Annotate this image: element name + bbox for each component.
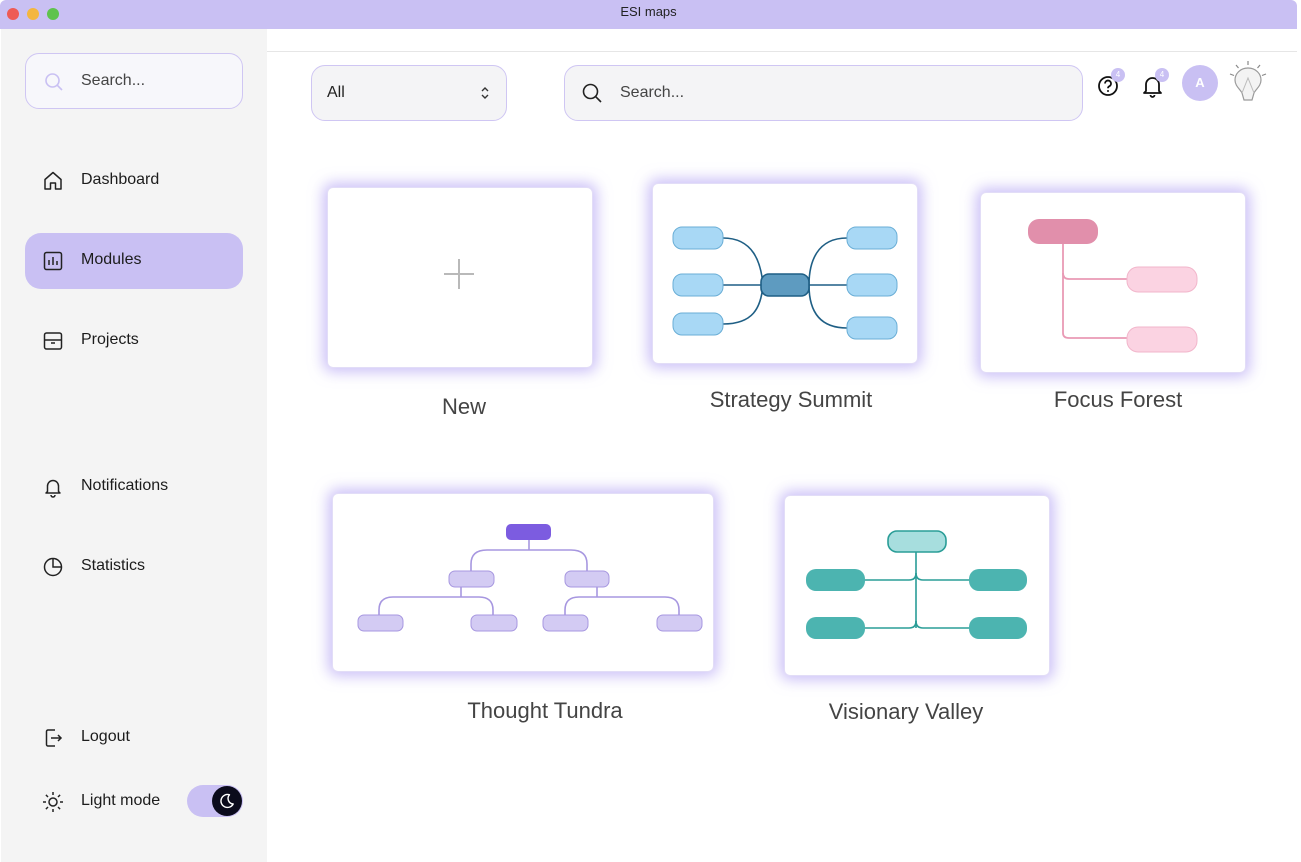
header-divider (267, 51, 1297, 52)
category-filter-select[interactable]: All (311, 65, 507, 121)
lightbulb-logo (1229, 61, 1267, 101)
user-avatar[interactable]: A (1182, 65, 1218, 101)
sidebar-item-notifications[interactable]: Notifications (25, 459, 243, 515)
sidebar-item-logout[interactable]: Logout (25, 710, 243, 766)
chart-box-icon (43, 251, 63, 271)
sidebar-item-label: Notifications (81, 477, 169, 494)
toggle-knob (212, 786, 242, 816)
filter-selected-value: All (327, 84, 345, 101)
mind-map-thumbnail (806, 530, 1027, 639)
sidebar-item-label: Statistics (81, 557, 146, 574)
main-search-input[interactable]: Search... (564, 65, 1083, 121)
pie-chart-icon (43, 557, 63, 577)
card-label-thought-tundra: Thought Tundra (467, 698, 623, 723)
sidebar-item-modules[interactable]: Modules (25, 233, 243, 289)
notifications-button[interactable]: 4 (1140, 68, 1169, 98)
map-card-focus-forest[interactable] (980, 192, 1246, 373)
notification-badge: 4 (1155, 68, 1169, 82)
plus-icon (444, 259, 474, 289)
maximize-window-button[interactable] (47, 8, 59, 20)
card-label-visionary-valley: Visionary Valley (828, 699, 984, 724)
sidebar-item-label: Logout (81, 728, 130, 745)
sidebar-search-placeholder: Search... (81, 72, 146, 89)
chevron-up-down-icon (481, 87, 489, 99)
card-label-strategy-summit: Strategy Summit (709, 387, 873, 412)
mind-map-thumbnail (672, 226, 898, 340)
sidebar-item-dashboard[interactable]: Dashboard (25, 153, 243, 209)
search-icon (582, 83, 602, 103)
main-search-placeholder: Search... (620, 84, 685, 101)
logout-icon (45, 729, 63, 747)
minimize-window-button[interactable] (27, 8, 39, 20)
help-icon (1098, 76, 1118, 96)
sidebar-item-statistics[interactable]: Statistics (25, 539, 243, 595)
home-icon (44, 171, 62, 190)
theme-mode-row: Light mode (25, 774, 185, 830)
sidebar-search-input[interactable]: Search... (25, 53, 243, 109)
card-label-focus-forest: Focus Forest (1053, 387, 1183, 412)
box-icon (43, 332, 63, 350)
sun-icon (43, 792, 63, 812)
theme-mode-label: Light mode (81, 792, 161, 809)
help-badge: 4 (1111, 68, 1125, 82)
bell-icon (45, 479, 61, 498)
close-window-button[interactable] (7, 8, 19, 20)
org-chart-thumbnail (357, 524, 703, 632)
new-map-card[interactable] (327, 187, 593, 368)
sidebar-item-label: Dashboard (81, 171, 160, 188)
card-label-new: New (441, 394, 486, 419)
window-title: ESI maps (620, 4, 677, 19)
map-card-thought-tundra[interactable] (332, 493, 714, 672)
title-bar: ESI maps (0, 0, 1297, 29)
moon-icon (220, 793, 234, 809)
map-card-strategy-summit[interactable] (652, 183, 918, 364)
dark-mode-toggle[interactable] (187, 785, 243, 817)
sidebar-item-label: Modules (81, 251, 142, 268)
help-button[interactable]: 4 (1096, 68, 1125, 98)
sidebar-item-projects[interactable]: Projects (25, 313, 243, 369)
search-icon (45, 73, 63, 91)
sidebar-item-label: Projects (81, 331, 139, 348)
sidebar: Search... Dashboard Modules Projects Not… (1, 29, 267, 862)
map-card-visionary-valley[interactable] (784, 495, 1050, 676)
tree-thumbnail (1028, 219, 1198, 353)
